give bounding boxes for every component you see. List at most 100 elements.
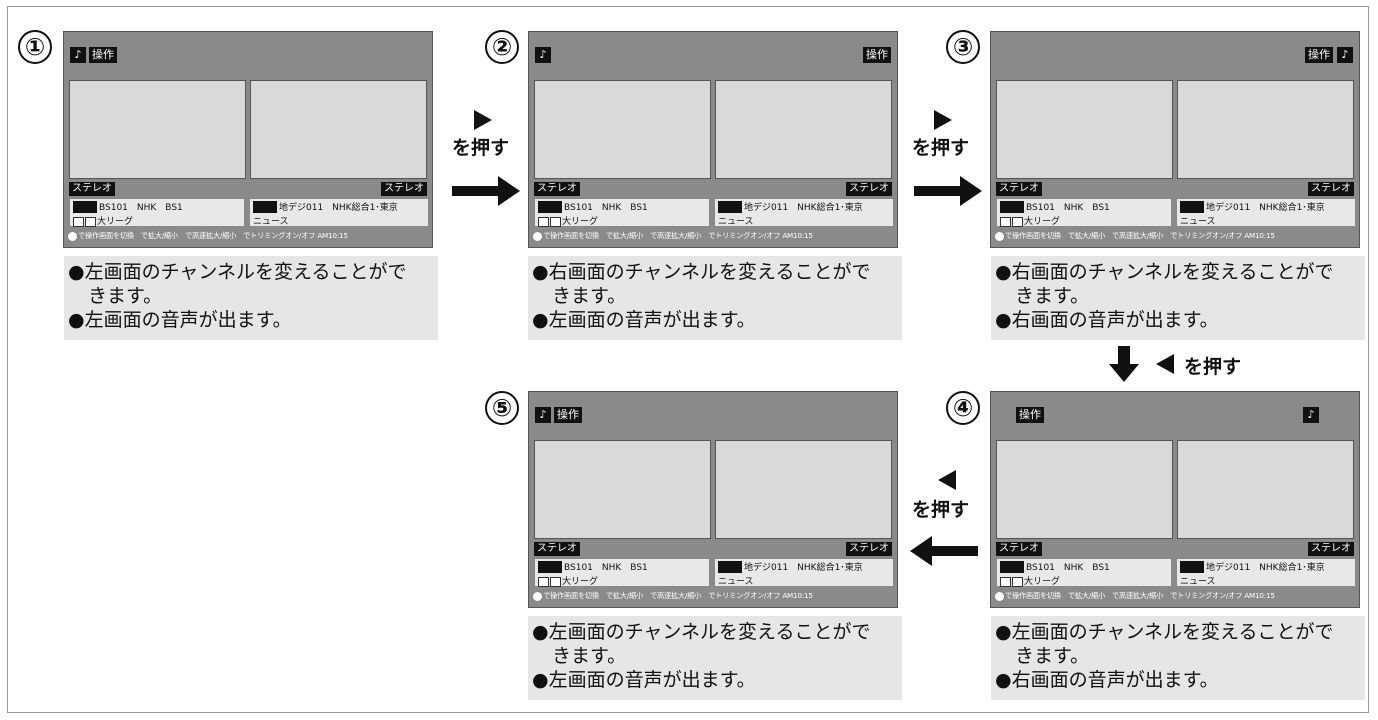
right-stereo-label: ステレオ xyxy=(846,182,892,196)
push-label: を押す xyxy=(1184,356,1242,378)
right-program: ニュース xyxy=(718,577,754,587)
speaker-icon: ♪ xyxy=(70,47,86,63)
right-stereo-label: ステレオ xyxy=(846,542,892,556)
caption-line-3: ●右画面の音声が出ます。 xyxy=(995,309,1219,331)
channel-logo xyxy=(538,201,562,213)
guide-bar: で操作画面を切換 で拡大/縮小 で高速拡大/縮小 でトリミングオン/オフ AM1… xyxy=(995,231,1275,241)
dpad-icon xyxy=(995,231,1004,241)
operation-label: 操作 xyxy=(863,47,891,63)
data-icon xyxy=(538,576,549,587)
dpad-icon xyxy=(533,231,542,241)
right-stereo-label: ステレオ xyxy=(1308,182,1354,196)
dpad-icon xyxy=(533,591,542,601)
left-channel-info: BS101 NHK BS1 大リーグ xyxy=(996,198,1172,227)
left-program: 大リーグ xyxy=(1024,217,1061,227)
caption-line-3: ●左画面の音声が出ます。 xyxy=(68,309,292,331)
down-arrow-icon xyxy=(1109,346,1139,382)
left-channel-info: BS101 NHK BS1 大リーグ xyxy=(69,198,245,227)
guide-text: で操作画面を切換 で拡大/縮小 で高速拡大/縮小 でトリミングオン/オフ AM1… xyxy=(78,231,348,240)
left-stereo-label: ステレオ xyxy=(534,182,580,196)
guide-bar: で操作画面を切換 で拡大/縮小 で高速拡大/縮小 でトリミングオン/オフ AM1… xyxy=(533,591,813,601)
right-channel-info: 地デジ011 NHK総合1･東京 ニュース xyxy=(714,198,894,227)
right-channel: 地デジ011 NHK総合1･東京 xyxy=(279,203,398,213)
step-1-caption: ●左画面のチャンネルを変えることがで きます。 ●左画面の音声が出ます。 xyxy=(64,256,438,340)
right-stereo-label: ステレオ xyxy=(1308,542,1354,556)
step-4-caption: ●左画面のチャンネルを変えることがで きます。 ●右画面の音声が出ます。 xyxy=(991,616,1365,700)
push-label: を押す xyxy=(912,499,970,521)
left-channel: BS101 NHK BS1 xyxy=(1026,563,1110,573)
caption-icon xyxy=(550,576,561,587)
step-2-caption: ●右画面のチャンネルを変えることがで きます。 ●左画面の音声が出ます。 xyxy=(528,256,902,340)
operation-label: 操作 xyxy=(554,407,582,423)
right-button-icon xyxy=(934,110,952,130)
caption-line-2: きます。 xyxy=(1015,645,1090,667)
operation-label: 操作 xyxy=(1016,407,1044,423)
caption-line-2: きます。 xyxy=(552,645,627,667)
step-5-number: ⑤ xyxy=(485,391,519,425)
step-3-number: ③ xyxy=(946,30,980,64)
left-picture xyxy=(534,440,711,539)
guide-bar: で操作画面を切換 で拡大/縮小 で高速拡大/縮小 でトリミングオン/オフ AM1… xyxy=(533,231,813,241)
right-picture xyxy=(1177,440,1354,539)
right-picture xyxy=(1177,80,1354,179)
left-channel: BS101 NHK BS1 xyxy=(564,203,648,213)
right-channel-info: 地デジ011 NHK総合1･東京 ニュース xyxy=(1176,558,1356,587)
speaker-icon: ♪ xyxy=(535,47,551,63)
push-label: を押す xyxy=(912,137,970,159)
right-picture xyxy=(715,80,892,179)
caption-line-3: ●左画面の音声が出ます。 xyxy=(532,309,756,331)
channel-logo xyxy=(718,561,742,573)
guide-bar: で操作画面を切換 で拡大/縮小 で高速拡大/縮小 でトリミングオン/オフ AM1… xyxy=(68,231,348,241)
speaker-icon: ♪ xyxy=(1337,47,1353,63)
left-program-line: 大リーグ xyxy=(538,214,598,227)
step-5-caption: ●左画面のチャンネルを変えることがで きます。 ●左画面の音声が出ます。 xyxy=(528,616,902,700)
caption-line-1: ●右画面のチャンネルを変えることがで xyxy=(532,261,871,283)
data-icon xyxy=(1000,576,1011,587)
operation-label: 操作 xyxy=(1305,47,1333,63)
right-button-icon xyxy=(474,110,492,130)
data-icon xyxy=(538,216,549,227)
left-program-line: 大リーグ xyxy=(1000,574,1060,587)
right-channel-info: 地デジ011 NHK総合1･東京 ニュース xyxy=(249,198,429,227)
left-program: 大リーグ xyxy=(97,217,134,227)
step-1-number: ① xyxy=(18,30,52,64)
caption-icon xyxy=(1012,216,1023,227)
channel-logo xyxy=(718,201,742,213)
right-picture xyxy=(715,440,892,539)
step-2-number: ② xyxy=(485,30,519,64)
guide-text: で操作画面を切換 で拡大/縮小 で高速拡大/縮小 でトリミングオン/オフ AM1… xyxy=(1005,591,1275,600)
channel-logo xyxy=(1000,201,1024,213)
left-picture xyxy=(996,80,1173,179)
channel-logo xyxy=(73,201,97,213)
right-arrow-icon xyxy=(914,176,982,206)
speaker-icon: ♪ xyxy=(535,407,551,423)
caption-line-3: ●右画面の音声が出ます。 xyxy=(995,669,1219,691)
left-stereo-label: ステレオ xyxy=(996,182,1042,196)
caption-icon xyxy=(1012,576,1023,587)
step-1-screen: ♪ 操作 ステレオ ステレオ BS101 NHK BS1 大リーグ 地デジ011… xyxy=(63,31,433,248)
left-program: 大リーグ xyxy=(562,217,599,227)
left-channel-info: BS101 NHK BS1 大リーグ xyxy=(534,558,710,587)
caption-line-2: きます。 xyxy=(88,285,163,307)
right-program: ニュース xyxy=(718,217,754,227)
right-channel-info: 地デジ011 NHK総合1･東京 ニュース xyxy=(1176,198,1356,227)
right-channel: 地デジ011 NHK総合1･東京 xyxy=(744,203,863,213)
channel-logo xyxy=(1180,201,1204,213)
left-button-icon xyxy=(938,470,956,490)
step-3-caption: ●右画面のチャンネルを変えることがで きます。 ●右画面の音声が出ます。 xyxy=(991,256,1365,340)
right-arrow-icon xyxy=(452,176,520,206)
step-3-screen: 操作 ♪ ステレオ ステレオ BS101 NHK BS1 大リーグ 地デジ011… xyxy=(990,31,1360,248)
right-channel: 地デジ011 NHK総合1･東京 xyxy=(1206,203,1325,213)
right-program: ニュース xyxy=(253,217,289,227)
operation-label: 操作 xyxy=(89,47,117,63)
guide-text: で操作画面を切換 で拡大/縮小 で高速拡大/縮小 でトリミングオン/オフ AM1… xyxy=(543,231,813,240)
left-picture xyxy=(996,440,1173,539)
left-channel: BS101 NHK BS1 xyxy=(1026,203,1110,213)
channel-logo xyxy=(1000,561,1024,573)
left-channel: BS101 NHK BS1 xyxy=(99,203,183,213)
right-channel: 地デジ011 NHK総合1･東京 xyxy=(1206,563,1325,573)
diagram-frame xyxy=(7,6,1369,713)
caption-line-1: ●左画面のチャンネルを変えることがで xyxy=(68,261,407,283)
step-2-screen: ♪ 操作 ステレオ ステレオ BS101 NHK BS1 大リーグ 地デジ011… xyxy=(528,31,898,248)
caption-line-2: きます。 xyxy=(552,285,627,307)
